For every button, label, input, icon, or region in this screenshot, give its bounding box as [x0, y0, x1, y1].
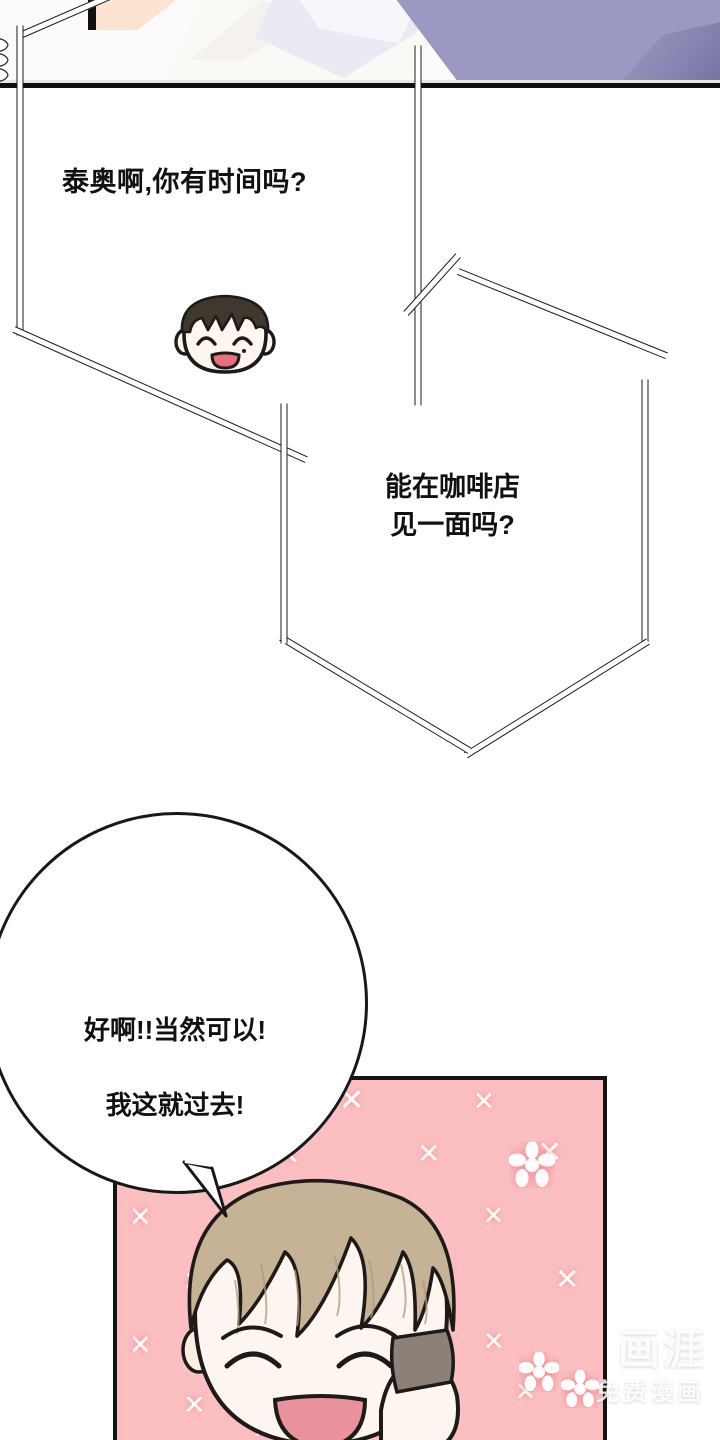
round-speech-bubble [0, 812, 368, 1194]
x-mark: ✕ [483, 1326, 505, 1356]
frame2-stick-right [641, 379, 649, 646]
flower-icon [561, 1370, 599, 1408]
frame2-stick-tl [403, 253, 461, 316]
fingers-icon [0, 38, 9, 82]
frame-stick-right [414, 45, 422, 406]
frame2-stick-br [463, 638, 650, 759]
shelf-line [0, 80, 720, 83]
hex-bubble-1-text: 泰奥啊,你有时间吗? [62, 167, 307, 197]
top-scene-panel [0, 0, 720, 88]
x-mark: ✕ [183, 1390, 206, 1420]
hex-bubble-2-text: 能在咖啡店 见一面吗? [385, 468, 520, 545]
frame2-stick-tr [456, 268, 668, 360]
speech-bubble-tail [182, 1160, 228, 1218]
frame2-stick-bl [279, 634, 472, 754]
x-mark: ✕ [473, 1086, 495, 1116]
x-mark: ✕ [483, 1202, 504, 1230]
x-mark: ✕ [417, 1138, 441, 1169]
flower-icon [509, 1142, 555, 1187]
frame2-stick-left [280, 403, 288, 644]
x-mark: ✕ [129, 1202, 152, 1232]
chibi-face-emoji [174, 294, 276, 374]
hex-bubble-2-line-1: 能在咖啡店 [385, 472, 520, 502]
round-bubble-line-1: 好啊!!当然可以! [84, 1014, 266, 1045]
x-mark: ✕ [129, 1330, 152, 1360]
chibi-boy-character [181, 1178, 460, 1440]
black-edge-left [88, 0, 96, 30]
frame-stick-left [16, 25, 24, 336]
hex-bubble-2-line-2: 见一面吗? [390, 510, 515, 541]
round-bubble-line-2: 我这就过去! [105, 1090, 245, 1121]
flower-icon [519, 1352, 559, 1392]
x-mark: ✕ [555, 1264, 580, 1296]
watermark-subtitle: 免费漫画 [596, 1379, 704, 1406]
bottom-pink-panel: ✕ ✕ ✕ ✕ ✕ ✕ ✕ ✕ ✕ ✕ ✕ ✕ ✕ ✕ [113, 1076, 607, 1440]
round-bubble-text: 好啊!!当然可以! 我这就过去! [0, 974, 350, 1162]
watermark-logo: 画涯 [617, 1326, 706, 1373]
